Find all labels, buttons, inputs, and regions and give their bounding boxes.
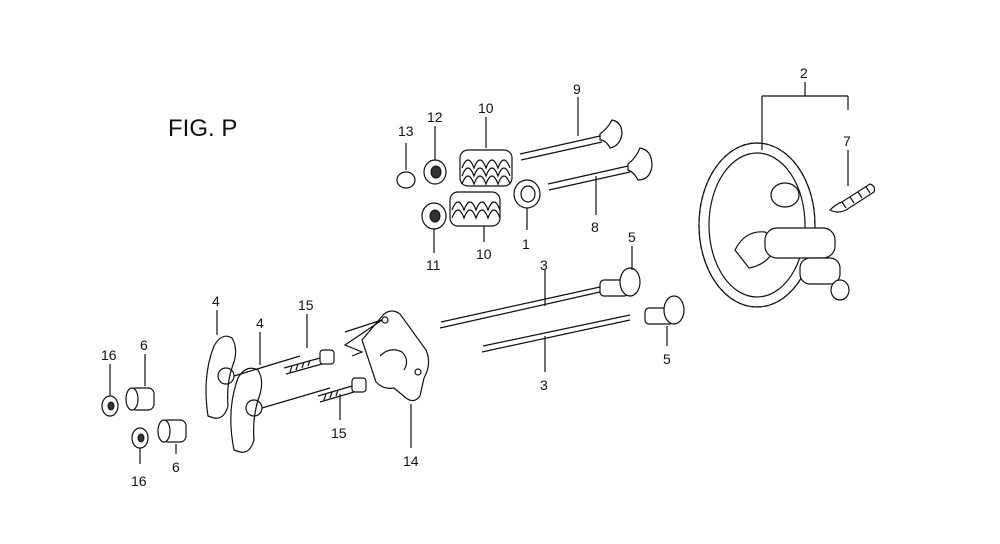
callout-labels: 1 2 3 3 4 4 5 5 6 6 7 8 9 10 10 11 12 13… bbox=[101, 65, 851, 489]
part-10-valve-spring-upper bbox=[459, 117, 513, 187]
callout-2: 2 bbox=[800, 65, 808, 81]
part-15-studs bbox=[283, 314, 367, 420]
part-8-valve-lower bbox=[547, 147, 653, 215]
part-7-pin bbox=[828, 150, 876, 213]
part-11-spring-retainer-lower bbox=[421, 202, 447, 253]
callout-14: 14 bbox=[403, 453, 419, 469]
callout-8: 8 bbox=[591, 219, 599, 235]
part-2-camshaft-gear bbox=[698, 82, 850, 308]
part-3-push-rods bbox=[439, 270, 631, 372]
callout-6-lower: 6 bbox=[172, 459, 180, 475]
callout-10-lower: 10 bbox=[476, 246, 492, 262]
part-6-pivots bbox=[125, 354, 187, 454]
part-4-rocker-arms bbox=[205, 310, 331, 453]
callout-5-upper: 5 bbox=[628, 229, 636, 245]
figure-title: FIG. P bbox=[168, 115, 237, 142]
callout-3-upper: 3 bbox=[540, 257, 548, 273]
callout-1: 1 bbox=[522, 236, 530, 252]
callout-9: 9 bbox=[573, 81, 581, 97]
callout-13: 13 bbox=[398, 123, 414, 139]
part-12-spring-retainer bbox=[423, 126, 447, 185]
callout-3-lower: 3 bbox=[540, 377, 548, 393]
part-9-valve-upper bbox=[519, 97, 623, 161]
part-1-valve-stem-seal bbox=[513, 179, 541, 230]
callout-16-lower: 16 bbox=[131, 473, 147, 489]
callout-5-lower: 5 bbox=[663, 351, 671, 367]
callout-11: 11 bbox=[426, 257, 441, 273]
part-16-nuts bbox=[101, 364, 149, 464]
callout-16-upper: 16 bbox=[101, 347, 117, 363]
callout-15-lower: 15 bbox=[331, 425, 347, 441]
callout-4-left: 4 bbox=[212, 293, 220, 309]
callout-15-upper: 15 bbox=[298, 297, 314, 313]
callout-4-right: 4 bbox=[256, 315, 264, 331]
part-5-tappets bbox=[599, 246, 685, 346]
part-10-valve-spring-lower bbox=[449, 191, 501, 242]
callout-12: 12 bbox=[427, 109, 443, 125]
part-13-clip-ring bbox=[396, 143, 416, 189]
callout-10-upper: 10 bbox=[478, 100, 494, 116]
part-14-rocker-arm-plate bbox=[343, 310, 430, 448]
callout-7: 7 bbox=[843, 133, 851, 149]
callout-6-upper: 6 bbox=[140, 337, 148, 353]
